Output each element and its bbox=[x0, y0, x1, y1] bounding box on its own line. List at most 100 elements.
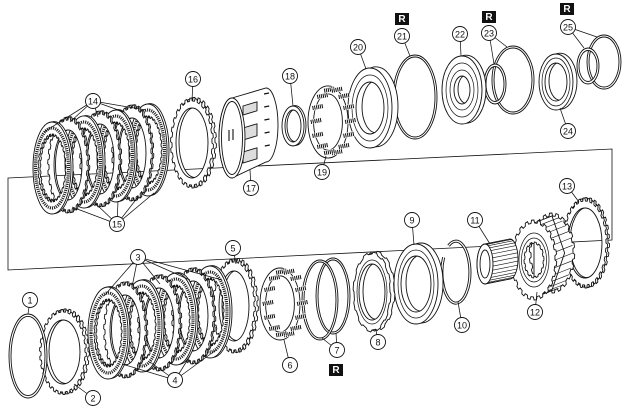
part-3-4-friction-plate-facing bbox=[123, 284, 161, 368]
part-24-retainer-face bbox=[538, 53, 574, 111]
part-11-needle bbox=[486, 278, 512, 284]
reference-mark-23: R bbox=[482, 11, 496, 23]
callout-16: 16 bbox=[185, 71, 201, 102]
part-7-ring-small-face bbox=[301, 259, 339, 341]
part-11-needle bbox=[488, 277, 514, 283]
callout-circle bbox=[225, 240, 241, 256]
callout-number: 12 bbox=[530, 308, 540, 318]
leader-line bbox=[137, 256, 223, 281]
part-6-spring-pack-coil-back bbox=[275, 330, 288, 338]
part-16-plate bbox=[170, 96, 217, 189]
part-24-retainer bbox=[538, 52, 578, 111]
part-12-tooth-line bbox=[544, 220, 563, 229]
part-12-tooth-line bbox=[550, 231, 570, 239]
part-19-spring-pack-coil-back bbox=[323, 148, 336, 156]
callout-number: 11 bbox=[470, 216, 479, 226]
callout-circle bbox=[282, 357, 298, 373]
part-19-spring-pack-coil-back bbox=[316, 92, 329, 100]
part-22-seal-groove bbox=[445, 62, 479, 118]
part-18-ring-face bbox=[281, 105, 305, 147]
callout-number: 7 bbox=[334, 346, 339, 356]
part-7-ring-small bbox=[301, 259, 339, 341]
mark-label: R bbox=[485, 12, 493, 23]
part-8-piston-groove bbox=[356, 259, 388, 325]
reference-mark-21: R bbox=[395, 13, 409, 25]
part-20-piston-groove bbox=[351, 74, 389, 142]
part-19-spring-pack-coil-back bbox=[338, 92, 351, 100]
part-22-seal-face bbox=[441, 55, 483, 125]
callout-number: 21 bbox=[397, 32, 407, 42]
part-14-15-friction-plate-facing bbox=[33, 126, 71, 210]
part-11-needle bbox=[489, 274, 515, 281]
part-11-needle bbox=[489, 242, 515, 249]
part-8-piston-face bbox=[352, 251, 392, 333]
callout-circle bbox=[452, 26, 468, 42]
mark-box bbox=[329, 364, 343, 376]
part-17-slot bbox=[263, 92, 270, 95]
callout-number: 19 bbox=[317, 168, 327, 178]
callout-circle bbox=[467, 212, 483, 228]
part-7-ring-large bbox=[315, 257, 351, 335]
part-18-ring bbox=[281, 105, 307, 147]
part-19-spring-pack-coil-back bbox=[316, 142, 329, 150]
callout-15: 15 bbox=[71, 192, 155, 232]
part-9-retainer bbox=[393, 242, 444, 325]
part-17-slot bbox=[264, 144, 270, 147]
part-25-ring-large-face bbox=[586, 34, 622, 90]
part-10-ring-inner bbox=[441, 240, 471, 304]
callout-11: 11 bbox=[467, 212, 491, 245]
callout-circle bbox=[560, 123, 576, 139]
part-6-spring-pack-coil-back bbox=[262, 299, 275, 307]
callout-number: 15 bbox=[112, 220, 122, 230]
callout-3: 3 bbox=[103, 249, 223, 297]
part-12-tooth-line bbox=[554, 245, 573, 253]
callout-circle bbox=[329, 342, 345, 358]
part-11-face bbox=[476, 243, 494, 285]
part-11-needle bbox=[490, 272, 516, 278]
callout-number: 24 bbox=[563, 127, 573, 137]
callout-18: 18 bbox=[282, 68, 298, 107]
callout-1: 1 bbox=[22, 292, 38, 315]
callouts-layer: 1 2 3 4 5 bbox=[22, 3, 598, 406]
part-11-needle bbox=[492, 260, 519, 267]
part-19-spring-pack bbox=[307, 85, 357, 159]
part-1-snap-ring bbox=[8, 313, 48, 399]
callout-number: 2 bbox=[90, 394, 95, 404]
callout-7: 7 bbox=[321, 332, 345, 358]
mark-label: R bbox=[398, 14, 406, 25]
callout-number: 10 bbox=[457, 321, 467, 331]
part-12-tooth-line bbox=[550, 274, 570, 282]
mark-label: R bbox=[332, 365, 340, 376]
leader-line bbox=[116, 192, 155, 225]
callout-19: 19 bbox=[314, 155, 330, 180]
leader-line bbox=[92, 100, 147, 111]
part-17-window bbox=[242, 101, 258, 116]
part-19-spring-pack-coil-back bbox=[311, 103, 325, 111]
part-12-tooth-line bbox=[554, 260, 573, 268]
part-3-4-friction-plate-face bbox=[87, 286, 129, 380]
callout-number: 18 bbox=[285, 72, 295, 82]
leader-line bbox=[121, 363, 176, 381]
part-17-inner-mark bbox=[228, 129, 234, 141]
part-6-spring-pack-coil-back bbox=[268, 324, 281, 332]
leader-line bbox=[43, 100, 94, 133]
part-17-slot bbox=[264, 118, 270, 121]
part-6-spring-pack-coil-back bbox=[268, 274, 281, 282]
part-11-needle bbox=[492, 264, 518, 271]
part-21-o-ring-face bbox=[392, 54, 438, 140]
part-25-ring-small-face bbox=[576, 47, 600, 85]
callout-number: 14 bbox=[88, 97, 98, 107]
part-11-needle bbox=[492, 252, 518, 259]
callout-13: 13 bbox=[559, 178, 580, 203]
parts-layer bbox=[8, 34, 622, 399]
callout-circle bbox=[282, 68, 298, 84]
part-23-ring-small-face bbox=[483, 63, 507, 105]
callout-number: 17 bbox=[246, 184, 256, 194]
part-6-spring-pack-coil-back bbox=[283, 268, 296, 276]
part-12-tooth-line bbox=[547, 225, 567, 233]
part-17-drum bbox=[218, 87, 279, 179]
callout-circle bbox=[167, 372, 183, 388]
callout-number: 1 bbox=[27, 296, 32, 306]
part-14-15-friction-plate bbox=[32, 121, 74, 215]
